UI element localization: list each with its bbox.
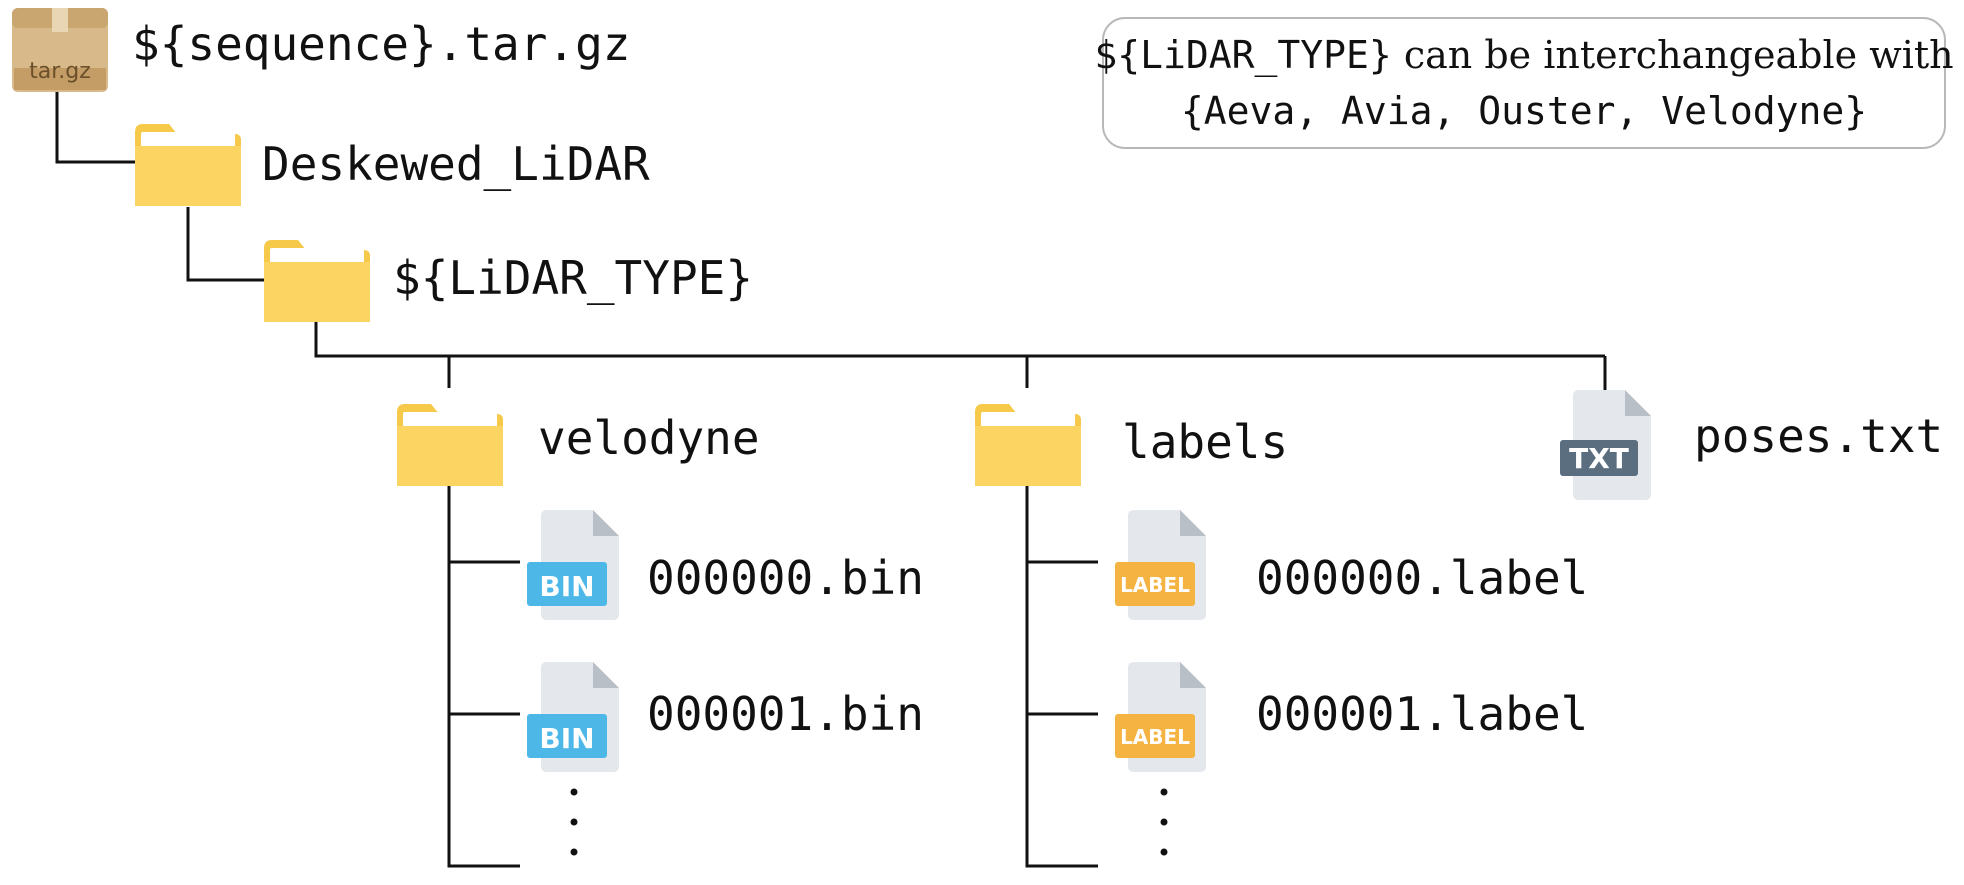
bin-badge: BIN xyxy=(539,570,594,603)
velodyne-folder-name: velodyne xyxy=(538,411,760,465)
deskewed-folder-icon xyxy=(135,124,241,206)
velodyne-folder-icon xyxy=(397,404,503,486)
txt-file-icon: TXT xyxy=(1560,390,1651,500)
velodyne-file-1: 000001.bin xyxy=(647,687,924,741)
note-box: ${LiDAR_TYPE} can be interchangeable wit… xyxy=(1094,17,1954,149)
label-file-icon: LABEL xyxy=(1115,510,1206,620)
note-lidar-options: {Aeva, Avia, Ouster, Velodyne} xyxy=(1181,89,1867,133)
svg-text:${LiDAR_TYPE} can be interchan: ${LiDAR_TYPE} can be interchangeable wit… xyxy=(1094,33,1953,78)
archive-box-icon: tar.gz xyxy=(12,8,108,92)
label-badge: LABEL xyxy=(1120,725,1190,749)
lidar-type-folder-name: ${LiDAR_TYPE} xyxy=(393,251,753,305)
tree-connectors xyxy=(55,92,1607,868)
labels-file-0: 000000.label xyxy=(1256,551,1588,605)
label-file-icon: LABEL xyxy=(1115,662,1206,772)
labels-file-1: 000001.label xyxy=(1256,687,1588,741)
labels-more-ellipsis xyxy=(1160,788,1168,856)
bin-file-icon: BIN xyxy=(527,662,619,772)
note-line1-text: can be interchangeable with xyxy=(1392,33,1954,77)
archive-name: ${sequence}.tar.gz xyxy=(132,17,631,71)
poses-file-name: poses.txt xyxy=(1694,409,1943,463)
labels-folder-name: labels xyxy=(1122,415,1288,469)
txt-badge: TXT xyxy=(1569,442,1629,475)
velodyne-more-ellipsis xyxy=(570,788,578,856)
label-badge: LABEL xyxy=(1120,573,1190,597)
labels-folder-icon xyxy=(975,404,1081,486)
lidar-type-folder-icon xyxy=(264,240,370,322)
archive-icon-label: tar.gz xyxy=(29,59,91,84)
velodyne-file-0: 000000.bin xyxy=(647,551,924,605)
bin-badge: BIN xyxy=(539,722,594,755)
bin-file-icon: BIN xyxy=(527,510,619,620)
note-lidar-type: ${LiDAR_TYPE} xyxy=(1094,33,1391,78)
deskewed-folder-name: Deskewed_LiDAR xyxy=(262,137,650,191)
